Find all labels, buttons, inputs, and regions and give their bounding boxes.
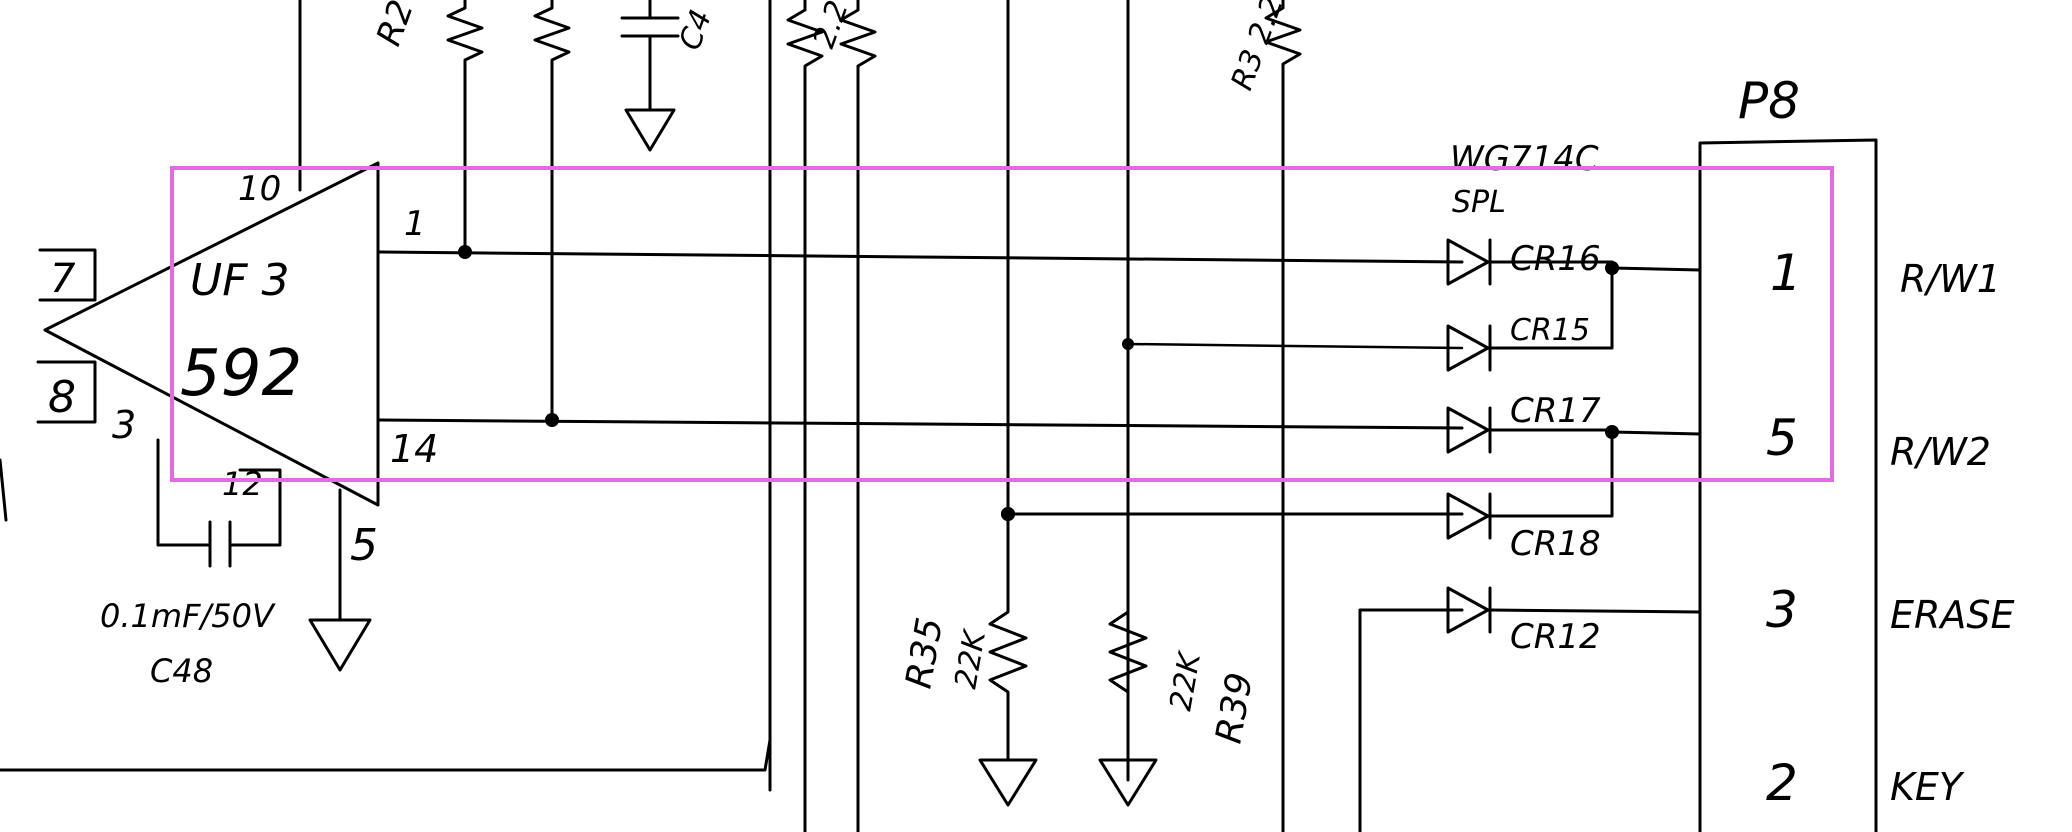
- pin-5-label: 5: [350, 520, 378, 571]
- label-2-2: 2.2: [807, 0, 856, 53]
- signal-key: KEY: [1890, 765, 1965, 809]
- connector-pin-5: 5: [1766, 409, 1798, 467]
- ground-icon: [1098, 758, 1158, 807]
- r35-ref: R35: [898, 615, 951, 692]
- r39-ref: R39: [1208, 670, 1261, 747]
- ground-icon: [308, 618, 372, 672]
- resistor-left-a: [446, 0, 484, 252]
- pin-14-label: 14: [390, 427, 438, 471]
- resistor-left-b: [533, 0, 571, 422]
- diode-note: SPL: [1452, 185, 1506, 220]
- diode-part: WG714C: [1450, 139, 1599, 179]
- top-capacitor: [620, 0, 680, 152]
- ground-icon: [978, 758, 1038, 807]
- diode-array: WG714C SPL CR16 CR15 CR17 CR18: [1446, 139, 1702, 657]
- cap-ref: C48: [150, 652, 213, 690]
- ground-icon: [624, 108, 676, 152]
- diode-cr17: CR17: [1446, 391, 1601, 454]
- label-c4: C4: [673, 5, 720, 55]
- connector-pin-1: 1: [1770, 244, 1802, 302]
- junction-dot: [458, 245, 472, 259]
- signal-bus: [376, 245, 1464, 832]
- signal-rw1: R/W1: [1900, 257, 2001, 301]
- highlight-box: [170, 166, 1834, 482]
- connector-p8: P8 1 5 3 2 R/W1 R/W2 ERASE KEY: [1698, 72, 2015, 832]
- pin-1-label: 1: [404, 204, 426, 244]
- amplifier-uf3: UF 3 592 10 1 14 12 3 5 7 8 0.1mF/50V C4…: [0, 161, 772, 772]
- connector-pin-2: 2: [1766, 754, 1798, 812]
- pin-10-label: 10: [238, 169, 281, 209]
- bottom-resistors: R35 22K 22K R39: [898, 342, 1261, 807]
- diode-cr15: CR15: [1446, 313, 1590, 372]
- resistor-r35: [988, 512, 1028, 762]
- pin-3-label: 3: [112, 403, 136, 447]
- cap-value: 0.1mF/50V: [100, 597, 276, 635]
- resistor-right: [1264, 0, 1302, 832]
- diode-cr18: CR18: [1446, 492, 1601, 564]
- junction-dot: [545, 413, 559, 427]
- signal-erase: ERASE: [1890, 593, 2015, 637]
- amp-part: 592: [180, 337, 302, 411]
- r35-value: 22K: [948, 626, 993, 691]
- diode-cr16-label: CR16: [1510, 239, 1601, 279]
- pin-8-label: 8: [48, 372, 76, 423]
- diode-cr18-label: CR18: [1510, 524, 1601, 564]
- label-r2: R2: [369, 0, 422, 51]
- signal-rw2: R/W2: [1890, 430, 1991, 474]
- connector-ref: P8: [1738, 72, 1800, 130]
- resistor-mid-b: [839, 0, 877, 832]
- r39-value: 22K: [1163, 648, 1208, 713]
- amplifier-triangle-icon: [43, 161, 380, 507]
- diode-cr12-label: CR12: [1510, 617, 1601, 657]
- amp-ref: UF 3: [190, 255, 290, 306]
- diode-cr16: CR16: [1446, 238, 1601, 286]
- pin-7-label: 7: [50, 256, 76, 302]
- diode-cr12: CR12: [1446, 586, 1601, 657]
- resistor-mid-a: [786, 0, 824, 832]
- diode-cr15-label: CR15: [1510, 313, 1590, 348]
- connector-pin-3: 3: [1766, 581, 1798, 639]
- top-components: R2 C4 2.2 R3 2.2: [298, 0, 1302, 832]
- resistor-r39: [1108, 342, 1148, 762]
- diode-cr17-label: CR17: [1510, 391, 1601, 431]
